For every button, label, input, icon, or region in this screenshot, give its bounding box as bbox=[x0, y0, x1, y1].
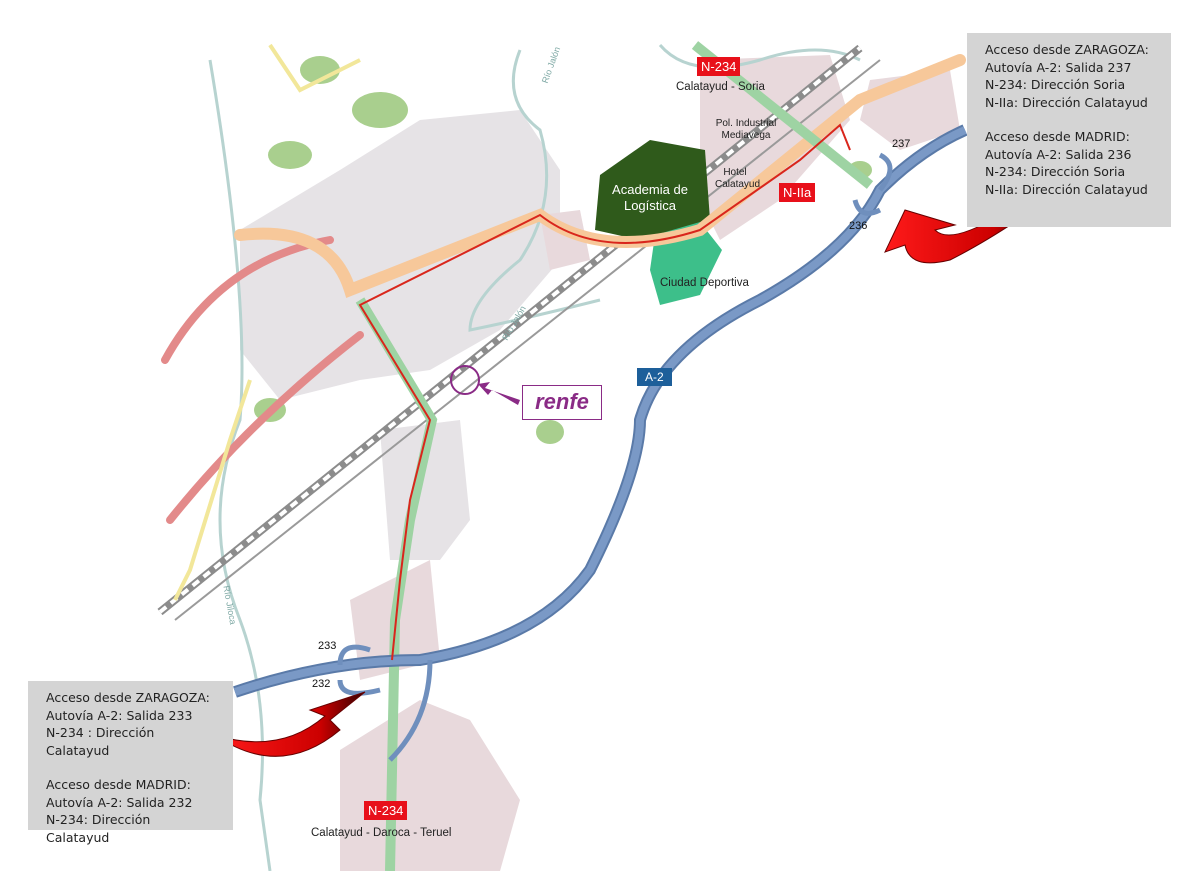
exit-ramps-south bbox=[337, 644, 433, 762]
box-line: N-IIa: Dirección Calatayud bbox=[985, 94, 1148, 110]
access-box-northeast: Acceso desde ZARAGOZA: Autovía A-2: Sali… bbox=[967, 33, 1171, 227]
box-heading: Acceso desde ZARAGOZA: bbox=[985, 42, 1149, 57]
access-route bbox=[358, 123, 851, 661]
box-line: N-IIa: Dirección Calatayud bbox=[985, 181, 1148, 197]
exit-ramps-north bbox=[852, 152, 893, 216]
box-line: Autovía A-2: Salida 236 bbox=[985, 146, 1132, 162]
poligono-label: Pol. Industrial Mediavega bbox=[715, 118, 777, 141]
box-heading: Acceso desde MADRID: bbox=[46, 777, 191, 792]
yellow-road bbox=[173, 379, 252, 601]
renfe-logo: renfe bbox=[522, 385, 602, 420]
station-marker bbox=[450, 365, 480, 395]
box-line: Autovía A-2: Salida 237 bbox=[985, 59, 1132, 75]
exit-236: 236 bbox=[849, 220, 868, 232]
box-heading: Acceso desde ZARAGOZA: bbox=[46, 690, 210, 705]
a2-shield: A-2 bbox=[637, 368, 672, 386]
academia-label: Academia de Logística bbox=[612, 182, 688, 213]
n234-south-destination: Calatayud - Daroca - Teruel bbox=[311, 827, 452, 839]
curved-arrow-southwest-icon bbox=[214, 691, 366, 757]
box-line: N-234: Dirección Soria bbox=[985, 77, 1126, 92]
box-line: N-234: Dirección Calatayud bbox=[46, 812, 151, 845]
access-box-southwest: Acceso desde ZARAGOZA: Autovía A-2: Sali… bbox=[28, 681, 233, 845]
n234-north-shield: N-234 bbox=[697, 57, 741, 76]
exit-237: 237 bbox=[892, 138, 911, 150]
box-line: Autovía A-2: Salida 233 bbox=[46, 707, 193, 723]
station-pointer-arrow bbox=[478, 382, 520, 405]
rivers bbox=[208, 44, 861, 871]
box-line: Autovía A-2: Salida 232 bbox=[46, 794, 193, 810]
ciudad-deportiva-label: Ciudad Deportiva bbox=[660, 277, 749, 289]
n2a-shield: N-IIa bbox=[779, 183, 816, 202]
exit-232: 232 bbox=[312, 678, 331, 690]
box-heading: Acceso desde MADRID: bbox=[985, 129, 1130, 144]
exit-233: 233 bbox=[318, 640, 337, 652]
academia-area bbox=[595, 140, 710, 240]
railway bbox=[157, 44, 881, 621]
n234-north-destination: Calatayud - Soria bbox=[676, 81, 765, 93]
box-line: N-234 : Dirección Calatayud bbox=[46, 725, 155, 758]
n234-south-shield: N-234 bbox=[364, 801, 408, 820]
hotel-label: Hotel Calatayud bbox=[715, 167, 761, 190]
box-line: N-234: Dirección Soria bbox=[985, 164, 1126, 179]
yellow-road-north bbox=[268, 43, 361, 93]
